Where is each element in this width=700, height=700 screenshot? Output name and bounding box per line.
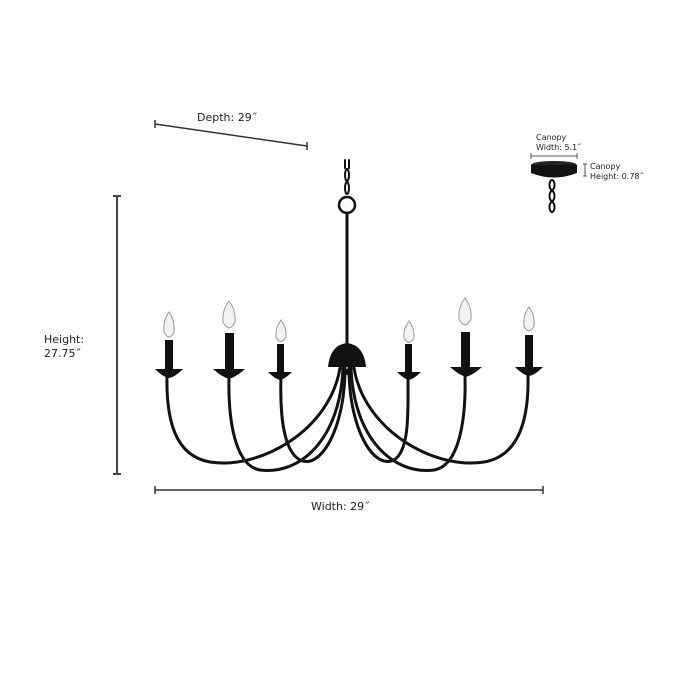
canopy-height-label: Canopy Height: 0.78˝ xyxy=(590,162,644,182)
depth-label: Depth: 29˝ xyxy=(197,111,258,124)
height-label-value: 27.75˝ xyxy=(44,347,81,360)
height-label-title: Height: xyxy=(44,333,85,346)
canopy-width-label: Canopy Width: 5.1˝ xyxy=(536,133,581,153)
candle-arm-5 xyxy=(450,297,482,377)
canopy-inset xyxy=(530,153,587,213)
canopy-width-title: Canopy xyxy=(536,133,567,142)
depth-dimension-line xyxy=(154,120,308,150)
height-dimension-line xyxy=(113,195,121,475)
width-label: Width: 29˝ xyxy=(311,500,370,513)
candle-arm-2 xyxy=(213,300,245,379)
canopy-height-value: Height: 0.78˝ xyxy=(590,172,644,181)
chandelier xyxy=(165,159,530,472)
candle-arm-1 xyxy=(155,311,183,378)
candle-arm-4 xyxy=(397,320,421,380)
candle-arm-6 xyxy=(515,306,543,376)
width-dimension-line xyxy=(154,486,544,494)
canopy-width-value: Width: 5.1˝ xyxy=(536,143,582,152)
canopy-height-title: Canopy xyxy=(590,162,621,171)
candle-arm-3 xyxy=(268,319,292,380)
height-label: Height: 27.75˝ xyxy=(44,333,84,361)
